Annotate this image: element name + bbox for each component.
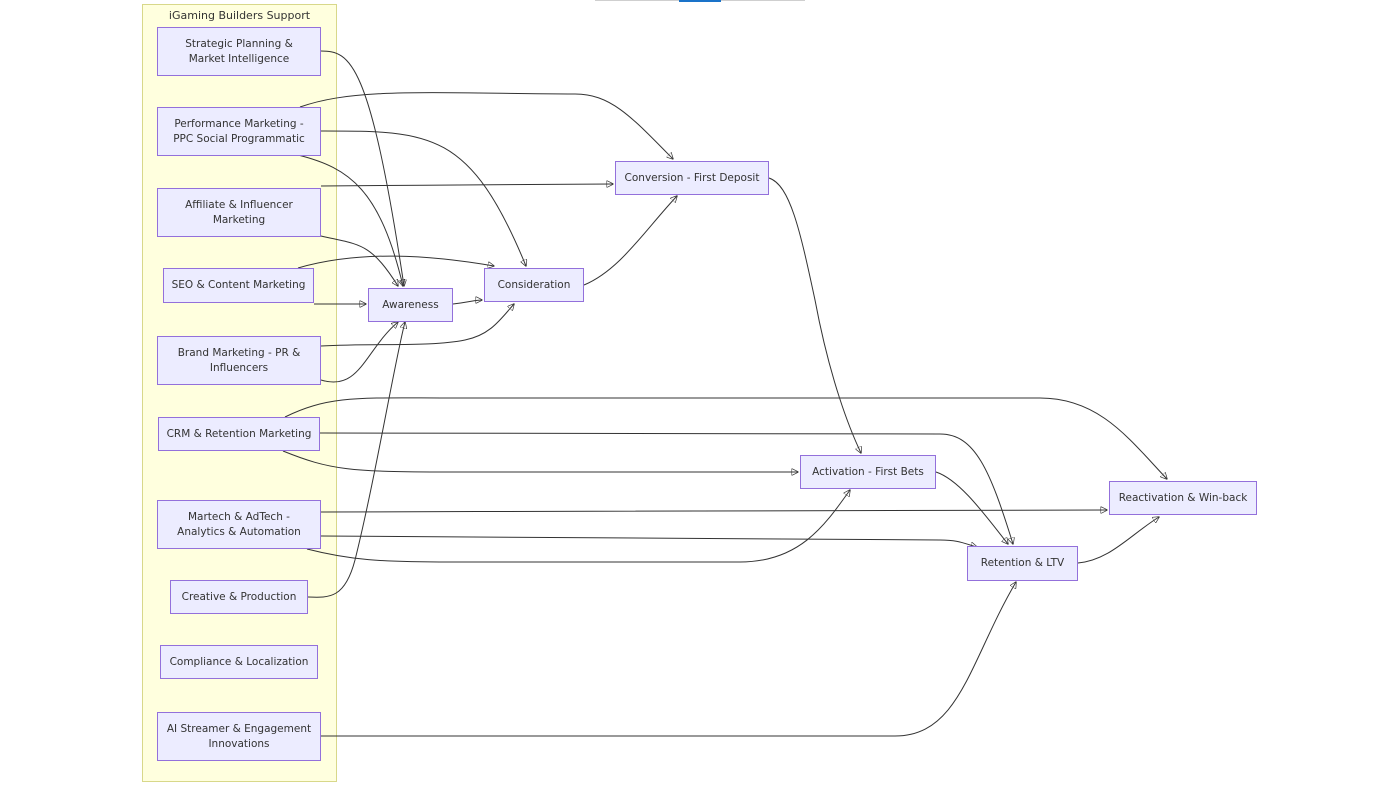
- edge-crm-to-activation: [282, 450, 798, 472]
- node-conversion-first-deposit[interactable]: Conversion - First Deposit: [615, 161, 769, 195]
- edge-performance-to-conversion: [299, 92, 673, 159]
- node-retention-ltv[interactable]: Retention & LTV: [967, 546, 1078, 581]
- node-brand-marketing[interactable]: Brand Marketing - PR & Influencers: [157, 336, 321, 385]
- node-seo-content-marketing[interactable]: SEO & Content Marketing: [163, 268, 314, 303]
- edge-creative-to-awareness: [307, 322, 405, 598]
- edge-affiliate-to-awareness: [320, 235, 398, 286]
- node-ai-streamer[interactable]: AI Streamer & Engagement Innovations: [157, 712, 321, 761]
- edge-crm-to-retention: [319, 432, 1013, 544]
- cluster-title: iGaming Builders Support: [168, 9, 311, 22]
- edge-martech-to-reactivation: [320, 510, 1107, 512]
- node-affiliate-marketing[interactable]: Affiliate & Influencer Marketing: [157, 188, 321, 237]
- edge-ai-to-retention: [321, 582, 1016, 737]
- edge-consideration-to-conversion: [583, 196, 677, 286]
- toolbar-fragment-left: [595, 0, 679, 1]
- node-activation-first-bets[interactable]: Activation - First Bets: [800, 455, 936, 489]
- edge-retention-to-reactivation: [1077, 517, 1159, 564]
- edge-performance-to-awareness: [297, 154, 403, 286]
- node-martech-adtech[interactable]: Martech & AdTech - Analytics & Automatio…: [157, 500, 321, 549]
- node-crm-retention-marketing[interactable]: CRM & Retention Marketing: [158, 417, 320, 451]
- toolbar-fragment-active: [679, 0, 721, 2]
- node-awareness[interactable]: Awareness: [368, 288, 453, 322]
- node-strategic-planning[interactable]: Strategic Planning & Market Intelligence: [157, 27, 321, 76]
- toolbar-fragment-right: [721, 0, 805, 1]
- edge-strategic-to-awareness: [320, 50, 404, 286]
- node-performance-marketing[interactable]: Performance Marketing - PPC Social Progr…: [157, 107, 321, 156]
- edge-crm-to-reactivation: [284, 397, 1167, 479]
- node-creative-production[interactable]: Creative & Production: [170, 580, 308, 614]
- edge-awareness-to-consideration: [452, 300, 482, 305]
- edge-martech-to-retention: [320, 535, 977, 547]
- node-consideration[interactable]: Consideration: [484, 268, 584, 302]
- edge-seo-to-consideration: [297, 255, 494, 268]
- edge-affiliate-to-conversion: [320, 184, 613, 186]
- edge-performance-to-consideration: [320, 130, 526, 266]
- edge-brand-to-awareness: [320, 322, 398, 383]
- node-reactivation-win-back[interactable]: Reactivation & Win-back: [1109, 481, 1257, 515]
- edge-martech-to-activation: [306, 490, 850, 563]
- edge-conversion-to-activation: [768, 177, 861, 453]
- node-compliance-localization[interactable]: Compliance & Localization: [160, 645, 318, 679]
- edge-activation-to-retention: [935, 471, 1008, 544]
- edge-brand-to-consideration: [320, 304, 514, 347]
